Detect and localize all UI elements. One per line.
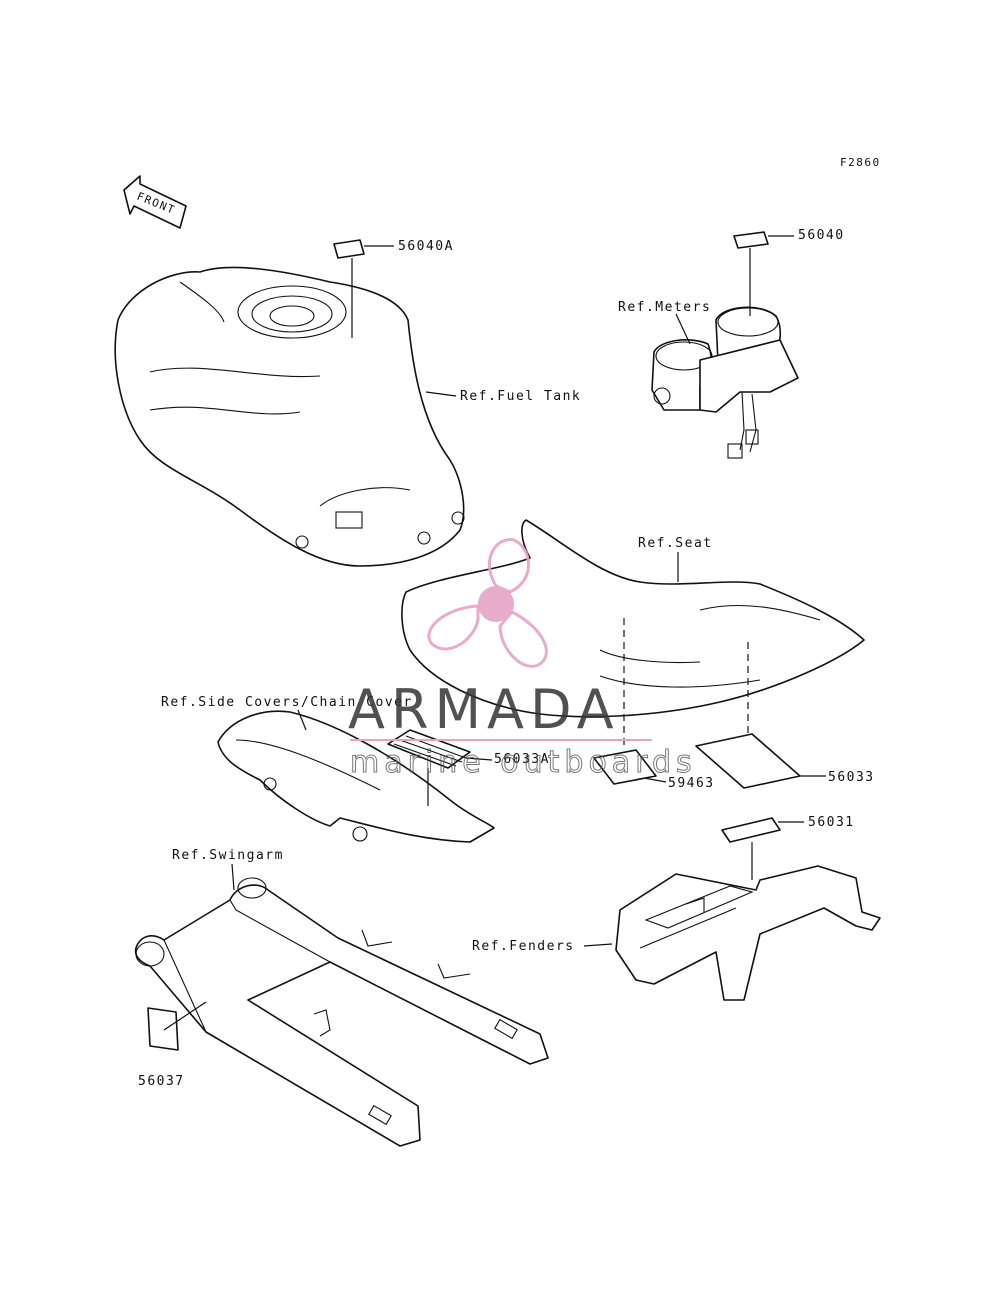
- decal-56037[interactable]: [147, 1007, 179, 1051]
- label-ref-seat: Ref.Seat: [638, 536, 713, 551]
- label-56037: 56037: [138, 1074, 185, 1089]
- watermark-propeller-icon: [427, 538, 548, 668]
- side-chain-cover[interactable]: [217, 710, 495, 843]
- swingarm[interactable]: [134, 877, 549, 1147]
- label-ref-swingarm: Ref.Swingarm: [172, 848, 284, 863]
- label-ref-fenders: Ref.Fenders: [472, 939, 575, 954]
- decal-56040A[interactable]: [333, 239, 365, 259]
- label-ref-meters: Ref.Meters: [618, 300, 711, 315]
- label-56033: 56033: [828, 770, 875, 785]
- watermark-brand: ARMADA: [348, 678, 620, 741]
- label-56040: 56040: [798, 228, 845, 243]
- decal-56031[interactable]: [721, 817, 781, 843]
- label-56040A: 56040A: [398, 239, 454, 254]
- figure-code: F2860: [840, 156, 881, 169]
- decal-56040[interactable]: [733, 231, 769, 249]
- label-56033A: 56033A: [494, 752, 550, 767]
- rear-fenders[interactable]: [615, 865, 881, 1001]
- watermark-tagline: marine outboards: [350, 745, 697, 780]
- meters-assembly[interactable]: [651, 306, 799, 459]
- label-56031: 56031: [808, 815, 855, 830]
- front-arrow-icon: FRONT: [123, 175, 187, 229]
- fuel-tank[interactable]: [114, 266, 465, 567]
- label-59463: 59463: [668, 776, 715, 791]
- label-ref-fuel-tank: Ref.Fuel Tank: [460, 389, 581, 404]
- decal-59463[interactable]: [593, 749, 657, 785]
- label-ref-side-covers: Ref.Side Covers/Chain Cover: [161, 695, 413, 710]
